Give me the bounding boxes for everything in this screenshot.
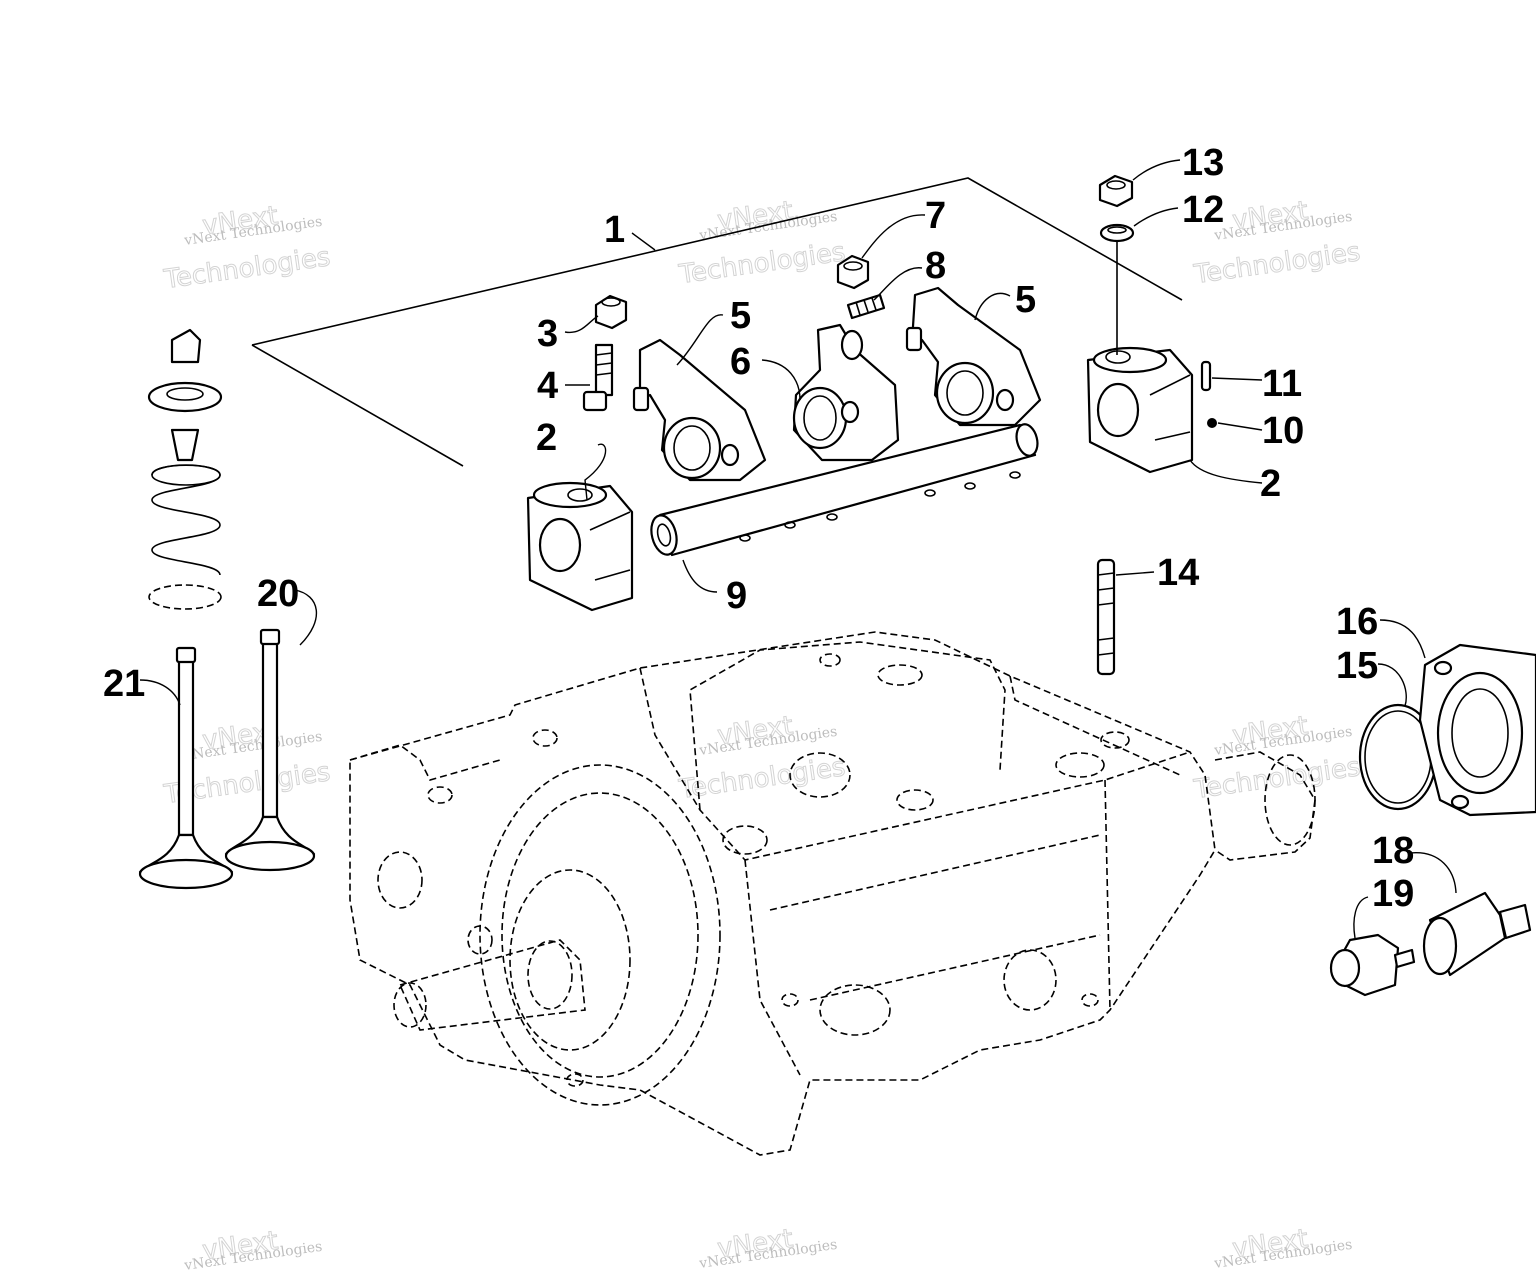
callout-14: 14 [1157, 552, 1199, 594]
watermark-large: Technologies [1192, 237, 1363, 290]
callout-11: 11 [1262, 363, 1302, 405]
watermark-group: vNext vNext Technologies Technologies vN… [161, 195, 1363, 1274]
callout-5: 5 [730, 295, 751, 337]
callout-16: 16 [1336, 601, 1378, 643]
rocker-arm-left [632, 338, 767, 482]
rocker-arm-right [905, 286, 1042, 427]
nut-3 [594, 294, 628, 330]
callout-4: 4 [537, 365, 558, 407]
callout-3: 3 [537, 313, 558, 355]
callout-9: 9 [726, 575, 747, 617]
valve-21 [138, 646, 234, 890]
callout-7: 7 [925, 195, 946, 237]
callout-21: 21 [103, 663, 145, 705]
oring-15 [1358, 703, 1438, 811]
callout-18: 18 [1372, 830, 1414, 872]
shaft-support-left [526, 481, 634, 612]
sensor-19 [1329, 933, 1416, 997]
shaft-support-right [1086, 346, 1194, 474]
callout-13: 13 [1182, 142, 1224, 184]
pin-11 [1200, 360, 1212, 392]
adjust-screw-4 [582, 343, 614, 412]
callout-1: 1 [604, 209, 625, 251]
leader-lines [139, 159, 1457, 939]
washer-12 [1099, 223, 1135, 243]
callout-2: 2 [1260, 463, 1281, 505]
callout-6: 6 [730, 341, 751, 383]
callout-20: 20 [257, 573, 299, 615]
nut-7 [836, 254, 870, 290]
callout-8: 8 [925, 245, 946, 287]
stud-14 [1096, 558, 1116, 676]
valve-20 [224, 628, 316, 872]
sensor-18 [1422, 891, 1532, 977]
rocker-arm-center [792, 323, 900, 462]
callout-labels: 1 2 2 3 4 5 5 6 7 8 9 10 11 12 13 14 15 … [103, 142, 1414, 915]
nut-13 [1098, 174, 1134, 208]
housing-16 [1418, 643, 1536, 817]
callout-19: 19 [1372, 873, 1414, 915]
callout-5: 5 [1015, 279, 1036, 321]
callout-15: 15 [1336, 645, 1378, 687]
callout-2: 2 [536, 417, 557, 459]
valve-spring-stack [147, 328, 223, 610]
cylinder-head-outline [349, 631, 1316, 1156]
rocker-shaft [650, 423, 1039, 557]
adjust-screw-8 [846, 293, 886, 320]
watermark-large: Technologies [677, 237, 848, 290]
watermark-large: Technologies [162, 242, 333, 295]
ball-10 [1207, 418, 1217, 428]
callout-12: 12 [1182, 189, 1224, 231]
callout-10: 10 [1262, 410, 1304, 452]
rocker-assembly-bracket-lines [251, 177, 1183, 467]
